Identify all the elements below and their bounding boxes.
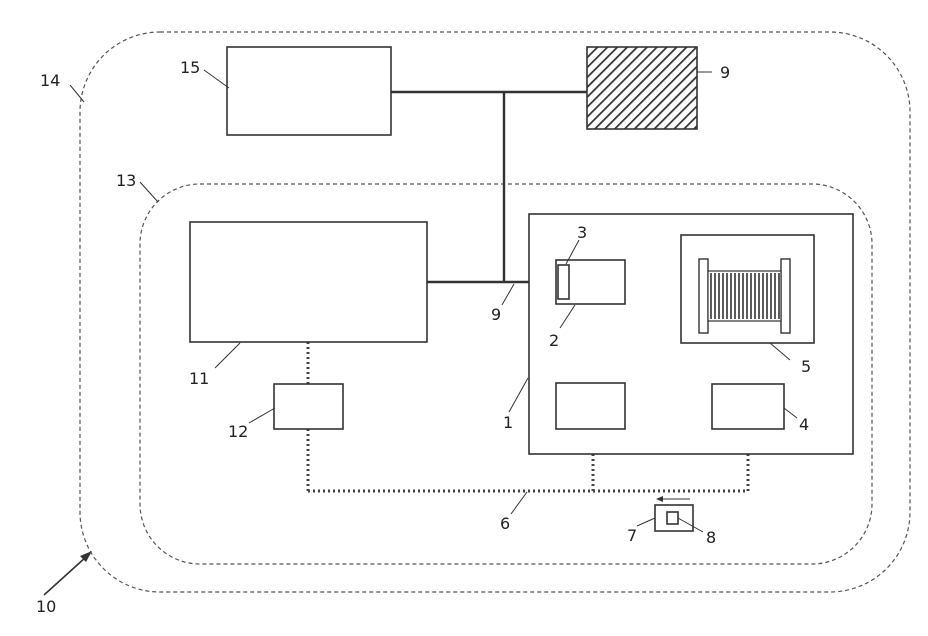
block-11 bbox=[190, 222, 427, 342]
label-3: 3 bbox=[577, 223, 587, 242]
block-15 bbox=[227, 47, 391, 135]
label-4: 4 bbox=[799, 415, 809, 434]
block-12 bbox=[274, 384, 343, 429]
block-4 bbox=[712, 384, 784, 429]
label-1: 1 bbox=[503, 413, 513, 432]
label-13: 13 bbox=[116, 171, 136, 190]
element-3 bbox=[558, 265, 569, 299]
label-2: 2 bbox=[549, 331, 559, 350]
element-8 bbox=[667, 512, 678, 524]
arrow-icon bbox=[656, 496, 690, 502]
label-12: 12 bbox=[228, 422, 248, 441]
label-15: 15 bbox=[180, 58, 200, 77]
label-7: 7 bbox=[627, 526, 637, 545]
label-10: 10 bbox=[36, 597, 56, 616]
label-6: 6 bbox=[500, 514, 510, 533]
label-9-top: 9 bbox=[720, 63, 730, 82]
label-9-mid: 9 bbox=[491, 305, 501, 324]
label-5: 5 bbox=[801, 357, 811, 376]
label-8: 8 bbox=[706, 528, 716, 547]
block-controller bbox=[556, 383, 625, 429]
arrow-10-icon bbox=[44, 551, 92, 595]
label-11: 11 bbox=[189, 369, 209, 388]
grid-block-9 bbox=[587, 47, 697, 129]
label-14: 14 bbox=[40, 71, 60, 90]
